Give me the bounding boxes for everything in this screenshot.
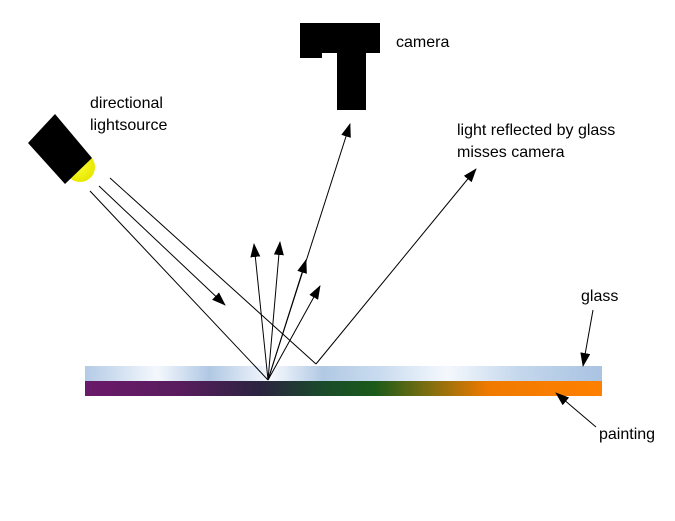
glass-pointer-arrow: [580, 309, 594, 367]
lightsource-icon: [28, 114, 95, 184]
scatter-ray-4: [267, 285, 321, 381]
incident-ray-2: [98, 185, 226, 306]
scatter-ray-1: [250, 243, 269, 381]
scatter-ray-to-camera: [267, 123, 351, 381]
reflection-label-line1: light reflected by glass: [457, 122, 616, 139]
incident-ray-3: [109, 177, 317, 365]
reflection-label: light reflected by glass misses camera: [457, 120, 615, 164]
scatter-ray-2: [267, 241, 284, 381]
camera-icon: [300, 23, 380, 110]
lightsource-label-line2: lightsource: [90, 117, 168, 134]
painting-layer: [85, 381, 602, 396]
camera-label: camera: [396, 34, 450, 51]
glass-reflection-ray: [315, 168, 477, 365]
reflection-label-line2: misses camera: [457, 144, 565, 161]
painting-label: painting: [599, 426, 656, 443]
lightsource-label-line1: directional: [90, 95, 163, 112]
lightsource-label: directional lightsource: [90, 93, 167, 137]
glass-label: glass: [581, 288, 619, 305]
glass-layer: [85, 366, 602, 381]
incident-ray-1: [89, 190, 269, 381]
painting-pointer-arrow: [555, 392, 597, 428]
